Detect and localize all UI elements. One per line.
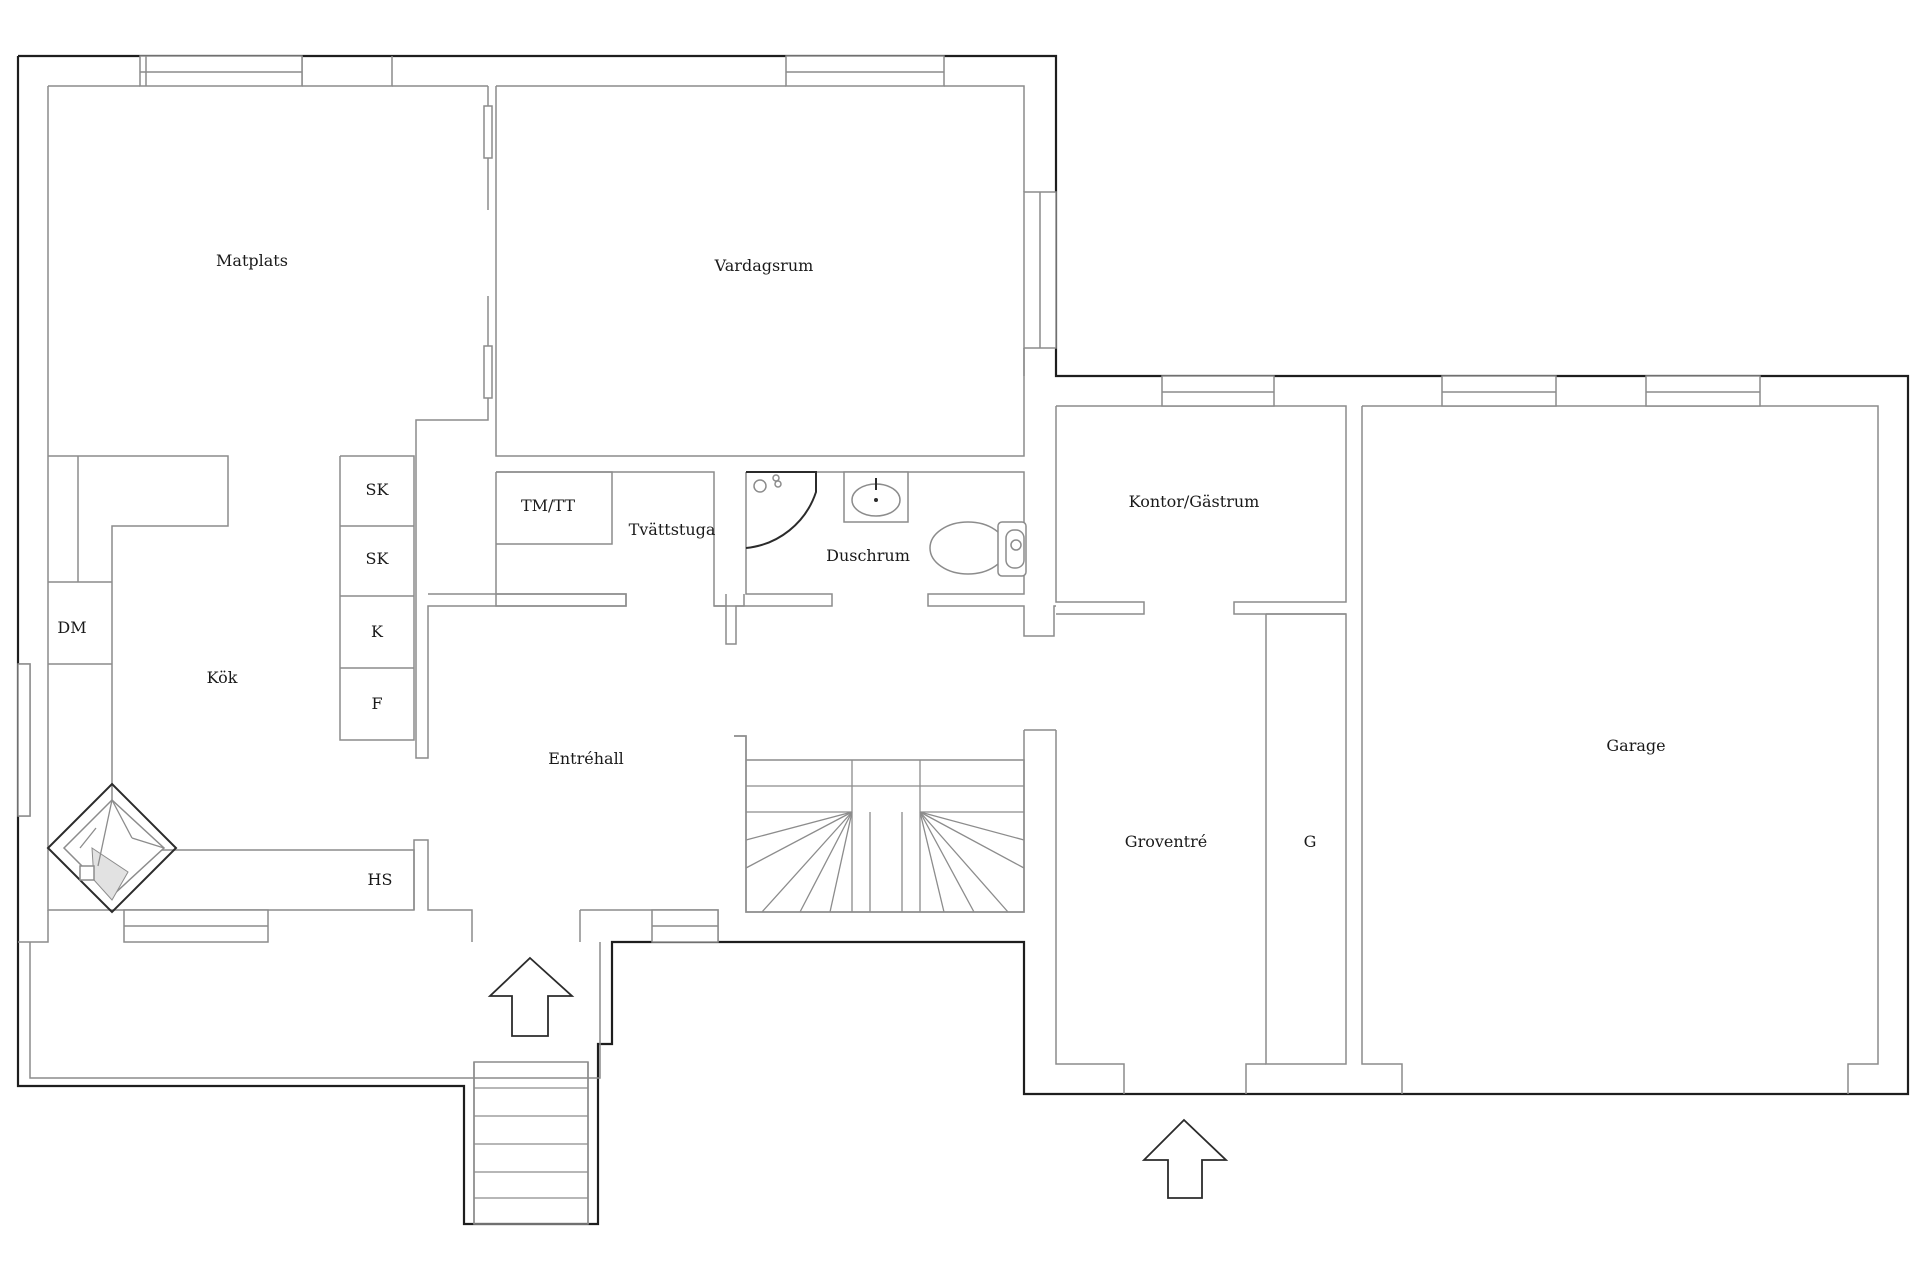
room-label-groventre: Groventré	[1125, 832, 1207, 851]
room-label-entrehall: Entréhall	[548, 749, 624, 768]
room-label-garage: Garage	[1606, 736, 1665, 755]
window	[1161, 375, 1275, 407]
room-label-tmtt: TM/TT	[521, 496, 575, 515]
room-label-kok: Kök	[207, 668, 238, 687]
room-label-dm: DM	[57, 618, 86, 637]
room-label-vardagsrum: Vardagsrum	[714, 256, 814, 275]
sliding-door	[483, 105, 493, 159]
entrance-arrow-icon	[487, 956, 575, 1037]
room-label-kontor: Kontor/Gästrum	[1129, 492, 1260, 511]
room-label-duschrum: Duschrum	[826, 546, 910, 565]
room-label-f: F	[371, 694, 382, 713]
window	[17, 663, 31, 817]
room-label-k: K	[371, 622, 384, 641]
window	[785, 55, 945, 87]
room-label-sk-2: SK	[366, 549, 390, 568]
window	[1645, 375, 1761, 407]
window	[139, 55, 303, 87]
sliding-door	[483, 345, 493, 399]
sink-icon	[843, 471, 909, 523]
fireplace-icon	[46, 782, 178, 914]
window	[1441, 375, 1557, 407]
room-label-matplats: Matplats	[216, 251, 288, 270]
entrance-steps	[473, 1061, 589, 1225]
windows	[17, 55, 1761, 943]
outer-walls	[16, 54, 1910, 1226]
shower-icon	[745, 471, 817, 549]
interior-staircase	[734, 735, 1025, 913]
room-labels: Matplats Vardagsrum SK SK K F DM Kök HS …	[57, 251, 1665, 889]
room-label-sk-1: SK	[366, 480, 390, 499]
entrance-arrow-icon	[1141, 1118, 1229, 1199]
toilet-icon	[929, 521, 1027, 577]
room-label-tvattstuga: Tvättstuga	[629, 520, 716, 539]
room-label-g: G	[1304, 832, 1317, 851]
inner-walls	[18, 56, 1879, 1224]
room-label-hs: HS	[368, 870, 393, 889]
